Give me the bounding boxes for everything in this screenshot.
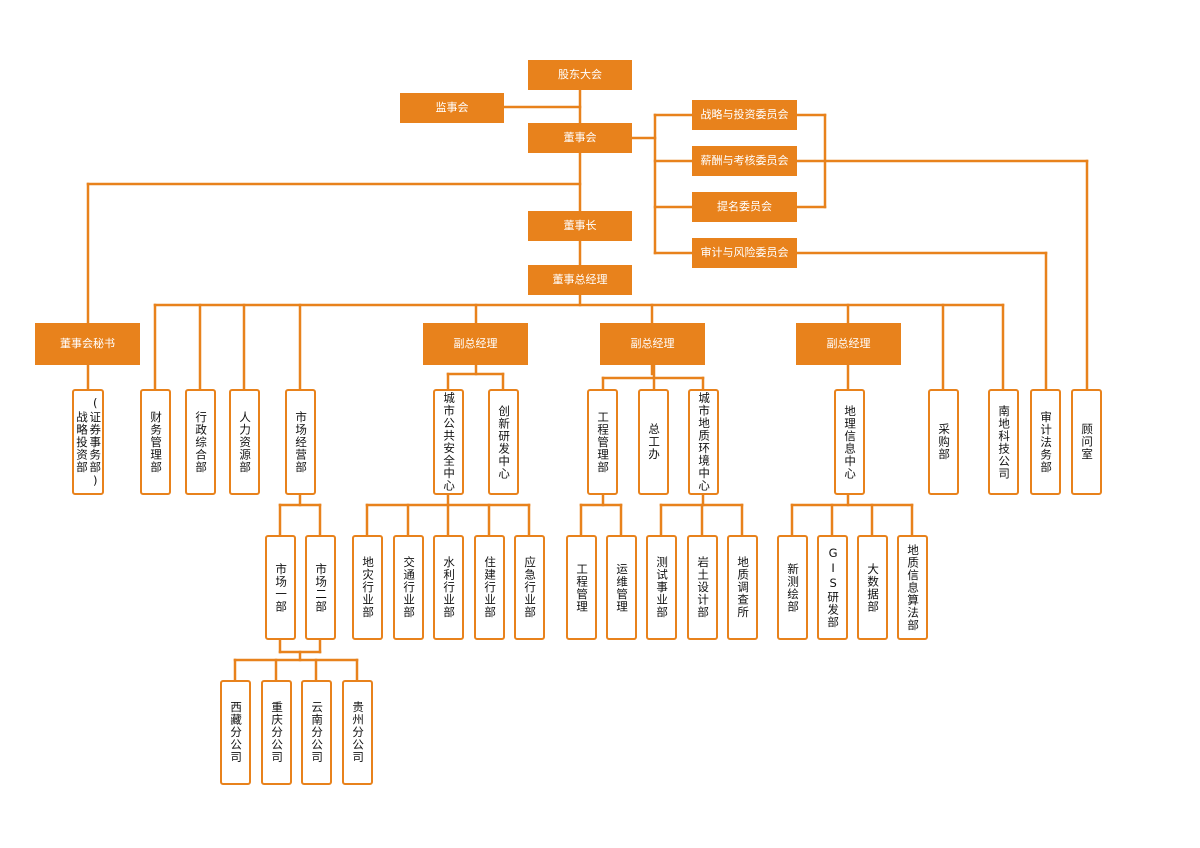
- node-jianshihui: 监事会: [400, 93, 504, 123]
- node-shenji-fawu: 审计法务部: [1030, 389, 1061, 495]
- node-shenji-weiyuanhui: 审计与风险委员会: [692, 238, 797, 268]
- node-fuzongjingli-3: 副总经理: [796, 323, 901, 365]
- node-dizhi-diaocha: 地质调查所: [727, 535, 758, 640]
- node-shichang-bu: 市场经营部: [285, 389, 316, 495]
- node-xizang: 西藏分公司: [220, 680, 251, 785]
- node-da-shuju: 大数据部: [857, 535, 888, 640]
- node-zhanlue-weiyuanhui: 战略与投资委员会: [692, 100, 797, 130]
- node-gudong-dahui: 股东大会: [528, 60, 632, 90]
- node-chengshi-anquan: 城市公共安全中心: [433, 389, 464, 495]
- node-zhujian: 住建行业部: [474, 535, 505, 640]
- node-xinchou-weiyuanhui: 薪酬与考核委员会: [692, 146, 797, 176]
- node-shichang-2: 市场二部: [305, 535, 336, 640]
- node-gongcheng-guanli-bu: 工程管理部: [587, 389, 618, 495]
- node-dili-xinxi: 地理信息中心: [834, 389, 865, 495]
- node-timing-weiyuanhui: 提名委员会: [692, 192, 797, 222]
- node-dongshi-zongjingli: 董事总经理: [528, 265, 632, 295]
- node-yantu-sheji: 岩土设计部: [687, 535, 718, 640]
- node-dizhi-suanfa: 地质信息算法部: [897, 535, 928, 640]
- node-xin-cehui: 新测绘部: [777, 535, 808, 640]
- node-chongqing: 重庆分公司: [261, 680, 292, 785]
- node-cehui-shiye: 测试事业部: [646, 535, 677, 640]
- node-nandi-keji: 南地科技公司: [988, 389, 1019, 495]
- node-chengshi-dizhi: 城市地质环境中心: [688, 389, 719, 495]
- node-fuzongjingli-1: 副总经理: [423, 323, 528, 365]
- node-caigou-bu: 采购部: [928, 389, 959, 495]
- node-zonggong-ban: 总工办: [638, 389, 669, 495]
- node-renli-bu: 人力资源部: [229, 389, 260, 495]
- node-gis-yanfa: GIS研发部: [817, 535, 848, 640]
- node-fuzongjingli-2: 副总经理: [600, 323, 705, 365]
- node-yunnan: 云南分公司: [301, 680, 332, 785]
- node-chuangxin-yanfa: 创新研发中心: [488, 389, 519, 495]
- node-dongshihui: 董事会: [528, 123, 632, 153]
- node-shichang-1: 市场一部: [265, 535, 296, 640]
- node-caiwu-bu: 财务管理部: [140, 389, 171, 495]
- node-dongshihui-mishu: 董事会秘书: [35, 323, 140, 365]
- node-xingzheng-bu: 行政综合部: [185, 389, 216, 495]
- node-gongcheng-guanli: 工程管理: [566, 535, 597, 640]
- node-shuili: 水利行业部: [433, 535, 464, 640]
- node-jiaotong: 交通行业部: [393, 535, 424, 640]
- node-yingji: 应急行业部: [514, 535, 545, 640]
- node-guwen-shi: 顾问室: [1071, 389, 1102, 495]
- node-guizhou: 贵州分公司: [342, 680, 373, 785]
- node-zhengquan-bu: (证券事务部)战略投资部: [72, 389, 104, 495]
- node-dizai: 地灾行业部: [352, 535, 383, 640]
- node-yunwei-guanli: 运维管理: [606, 535, 637, 640]
- node-dongshizhang: 董事长: [528, 211, 632, 241]
